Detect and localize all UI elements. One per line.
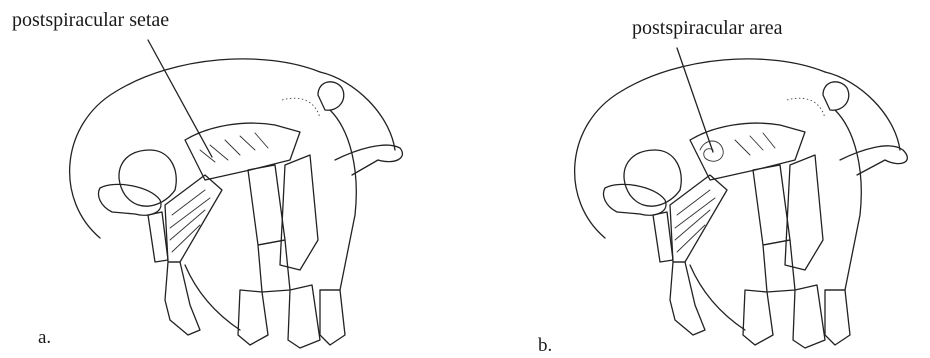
panel-b-letter: b. [538, 336, 552, 355]
panel-a-letter: a. [38, 328, 51, 347]
panel-a-drawing [70, 40, 403, 348]
panel-b-drawing [575, 48, 908, 348]
panel-b-callout: postspiracular area [632, 18, 782, 38]
panel-a-callout: postspiracular setae [12, 10, 169, 30]
